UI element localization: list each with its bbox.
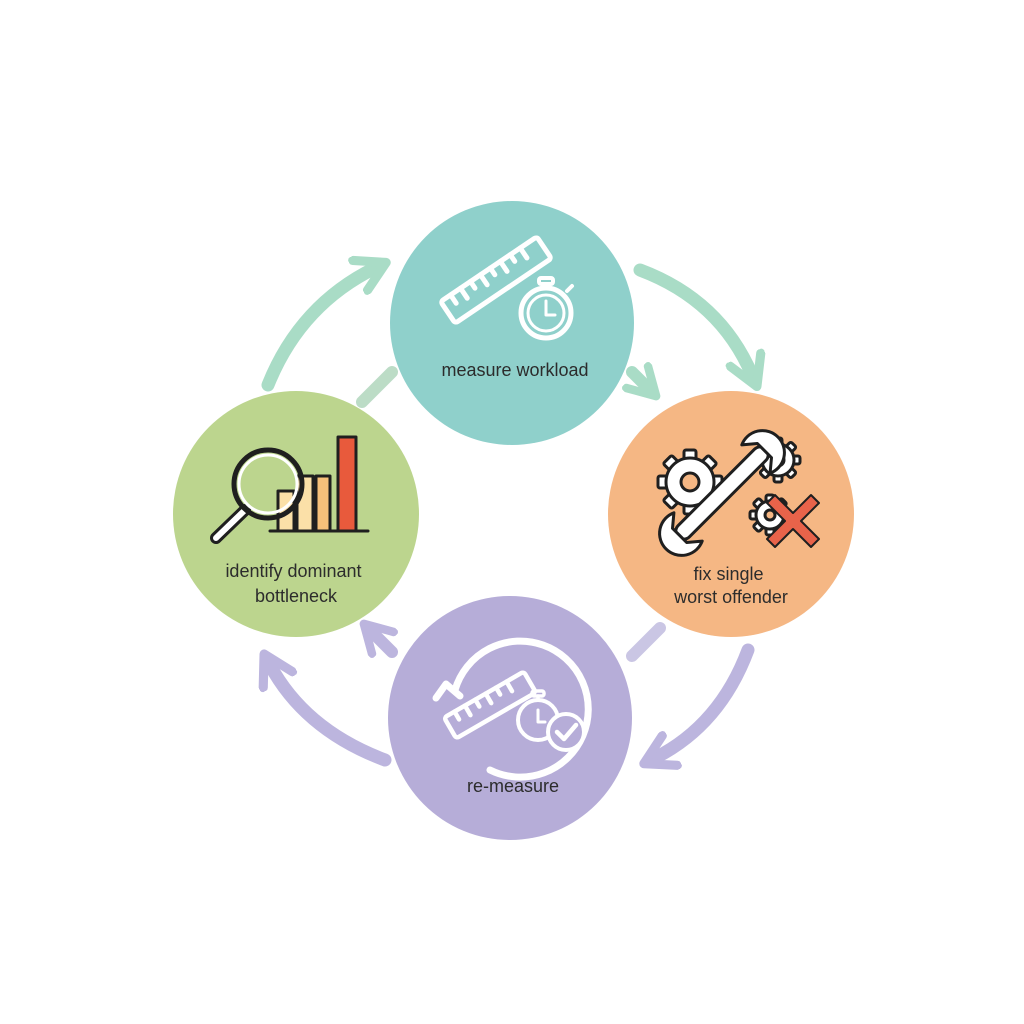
node-measure-workload: measure workload xyxy=(390,201,634,445)
node-fix-worst-offender: fix single worst offender xyxy=(608,391,854,637)
arrow-remeasure-to-identify xyxy=(270,665,392,767)
inner-arrow-fix-remeasure xyxy=(626,622,666,662)
inner-arrow-identify-measure xyxy=(356,366,398,408)
node-measure-circle xyxy=(390,201,634,445)
node-re-measure: re-measure xyxy=(388,596,632,840)
outer-arrows xyxy=(268,268,752,760)
node-remeasure-circle xyxy=(388,596,632,840)
label-fix-worst-offender: fix single worst offender xyxy=(673,564,788,607)
label-re-measure: re-measure xyxy=(467,776,559,796)
arrow-identify-to-measure xyxy=(261,268,375,392)
arrow-measure-to-fix xyxy=(633,263,752,375)
ruler-stopwatch-check-icon xyxy=(432,637,592,781)
label-identify-bottleneck: identify dominant bottleneck xyxy=(225,561,366,606)
inner-arrows xyxy=(356,366,666,662)
wrench-gears-x-icon xyxy=(656,429,820,557)
label-measure-workload: measure workload xyxy=(441,360,588,380)
inner-arrow-measure-fix xyxy=(632,372,648,388)
magnifier-bar-chart-icon xyxy=(210,435,370,544)
ruler-stopwatch-icon xyxy=(439,235,574,341)
arrow-fix-to-remeasure xyxy=(655,643,755,758)
inner-arrow-remeasure-identify xyxy=(372,632,398,658)
node-identify-bottleneck: identify dominant bottleneck xyxy=(173,391,419,637)
